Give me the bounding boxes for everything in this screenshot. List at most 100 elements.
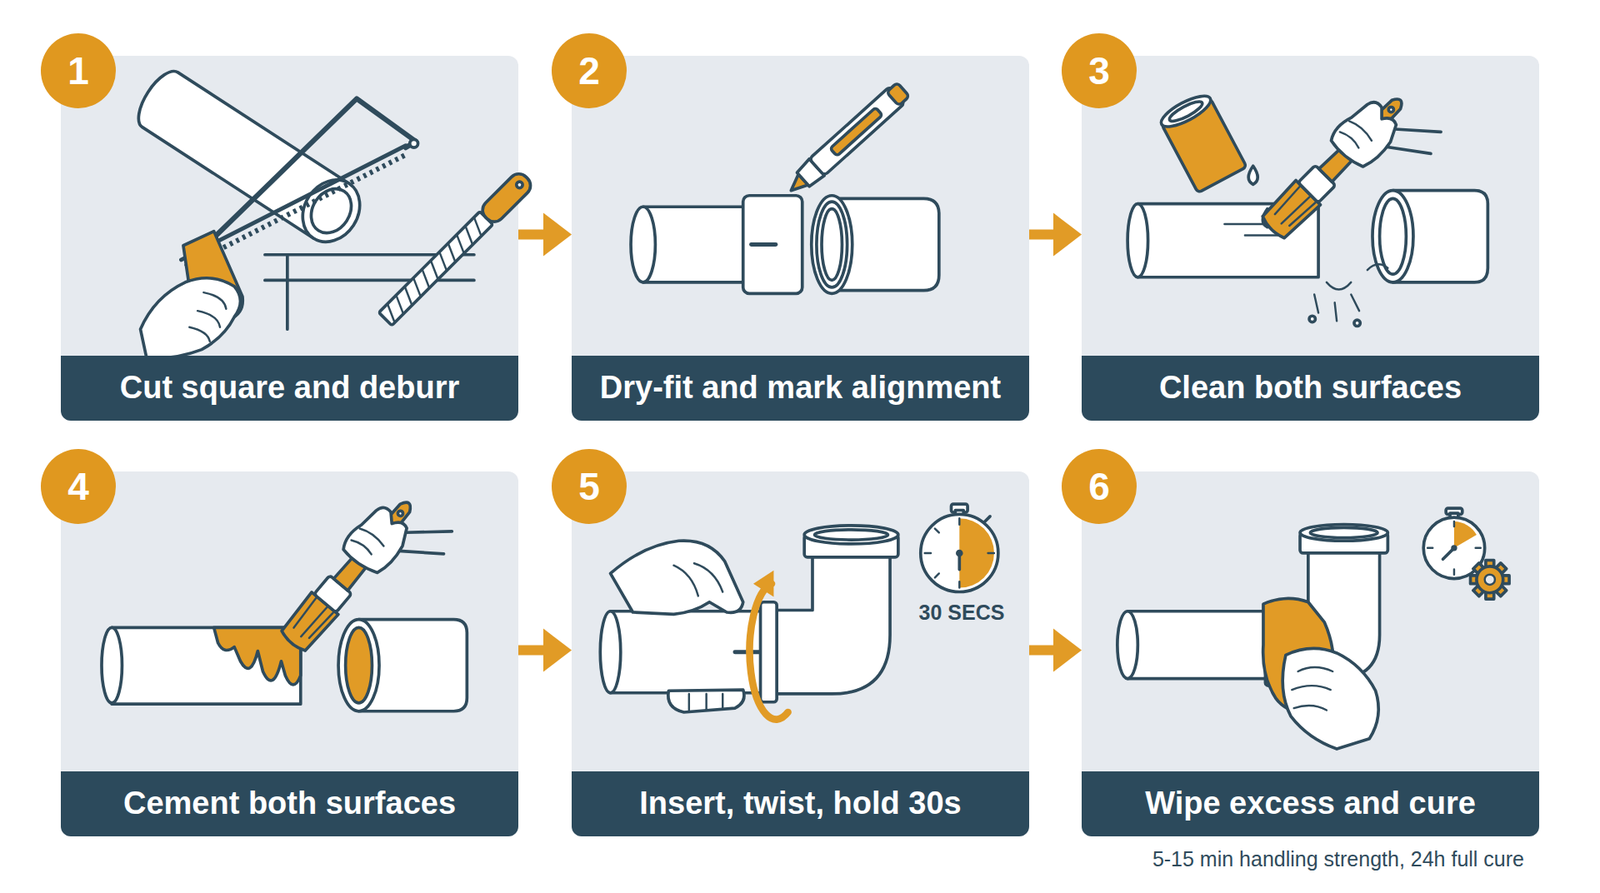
file-symbol — [381, 217, 487, 323]
arrow-shaft — [1029, 230, 1057, 240]
cleaning-illustration — [1127, 78, 1488, 327]
stopwatch-icon — [925, 518, 995, 588]
step-panel: 1Cut square and deburr — [60, 55, 519, 421]
step-label-band: Cement both surfaces — [60, 771, 519, 837]
cementing-illustration — [272, 482, 459, 682]
insert-illustration — [610, 540, 744, 615]
callout-number: 5 — [578, 467, 600, 506]
wipe-illustration — [1291, 667, 1333, 710]
step-label: Cement both surfaces — [123, 786, 456, 822]
step-label-band: Wipe excess and cure — [1081, 771, 1540, 837]
stopwatch-icon — [984, 516, 990, 523]
step-label-band: Dry-fit and mark alignment — [571, 355, 1030, 421]
cutting-illustration — [130, 65, 535, 359]
cementing-illustration — [101, 482, 467, 712]
insert-illustration — [673, 563, 723, 596]
dry-fit-illustration — [743, 195, 803, 295]
insert-illustration — [804, 525, 899, 545]
arrow-shaft — [518, 645, 547, 656]
timer-label: 30 SECS — [919, 600, 1005, 625]
cementing-illustration — [101, 627, 122, 704]
step-number-circle: 4 — [40, 449, 116, 525]
hacksaw-symbol — [203, 98, 416, 248]
flow-arrow — [518, 213, 572, 257]
flow-arrow — [1029, 213, 1082, 257]
step-label-band: Clean both surfaces — [1081, 355, 1540, 421]
wipe-illustration — [1127, 611, 1270, 680]
cementing-illustration — [111, 627, 301, 705]
cleaning-illustration — [1372, 190, 1414, 283]
stopwatch-icon — [1454, 521, 1477, 549]
wipe-illustration — [1282, 648, 1379, 750]
panel-background — [60, 55, 1540, 837]
dry-fit-illustration — [751, 242, 776, 247]
hacksaw-symbol — [410, 139, 419, 148]
arrow-head — [543, 213, 572, 257]
panel-background — [1081, 55, 1540, 421]
hacksaw-symbol — [140, 98, 419, 358]
wipe-illustration — [1117, 611, 1138, 680]
insert-illustration — [668, 690, 745, 713]
step-label: Insert, twist, hold 30s — [639, 786, 961, 822]
dry-fit-illustration — [630, 80, 940, 294]
primer-can — [1167, 98, 1205, 125]
file-symbol — [515, 180, 524, 190]
arrow-shaft — [1029, 645, 1057, 656]
step-label: Cut square and deburr — [120, 370, 460, 406]
callout-number: 3 — [1088, 51, 1110, 90]
step-number-circle: 5 — [551, 449, 627, 525]
cementing-illustration — [345, 627, 373, 704]
step-label-band: Insert, twist, hold 30s — [571, 771, 1030, 837]
cleaning-illustration — [1253, 78, 1447, 272]
dry-fit-illustration — [643, 206, 751, 283]
stopwatch-icon — [920, 504, 999, 592]
arrow-shaft — [518, 230, 547, 240]
step-panel: 5Insert, twist, hold 30s — [571, 471, 1030, 837]
marker-symbol — [783, 80, 911, 199]
flow-arrow — [1029, 629, 1082, 673]
marker-symbol — [830, 107, 883, 156]
step-panel: 2Dry-fit and mark alignment — [571, 55, 1030, 421]
step-panel: 6Wipe excess and cure — [1081, 471, 1540, 837]
wipe-illustration — [1300, 525, 1388, 542]
step-label: Wipe excess and cure — [1145, 786, 1476, 822]
insert-illustration — [750, 584, 789, 720]
cleaning-illustration — [1354, 320, 1360, 326]
cementing-illustration — [338, 620, 380, 712]
gear-icon — [1485, 575, 1495, 585]
step-panel: 4Cement both surfaces — [60, 471, 519, 837]
dry-fit-illustration — [821, 209, 842, 281]
dry-fit-illustration — [811, 195, 853, 295]
stopwatch-icon — [1423, 517, 1485, 579]
panel-background — [60, 471, 519, 837]
dry-fit-illustration — [816, 201, 848, 288]
marker-symbol — [886, 82, 910, 106]
dry-fit-illustration — [630, 206, 655, 283]
primer-can — [1161, 98, 1247, 193]
cleaning-illustration — [1248, 165, 1258, 185]
stopwatch-icon — [1450, 545, 1457, 551]
step-panel: 3Clean both surfaces — [1081, 55, 1540, 421]
panel-background — [60, 55, 519, 421]
callout-number: 4 — [67, 467, 90, 506]
step-label: Dry-fit and mark alignment — [600, 370, 1001, 406]
insert-illustration — [610, 611, 765, 694]
step-number-circle: 2 — [551, 33, 627, 109]
cleaning-illustration — [1314, 264, 1388, 321]
stopwatch-icon — [955, 550, 964, 558]
insert-illustration — [753, 570, 774, 598]
callout-number: 2 — [578, 51, 600, 90]
callout-number: 1 — [67, 51, 90, 90]
panel-background — [571, 55, 1030, 421]
insert-illustration — [760, 602, 778, 703]
step-label: Clean both surfaces — [1159, 370, 1462, 406]
file-symbol — [478, 170, 535, 227]
stopwatch-icon — [1423, 508, 1485, 579]
insert-illustration — [600, 611, 620, 694]
wipe-illustration — [1117, 508, 1510, 750]
gear-icon — [1476, 566, 1504, 594]
stopwatch-icon — [920, 514, 999, 592]
